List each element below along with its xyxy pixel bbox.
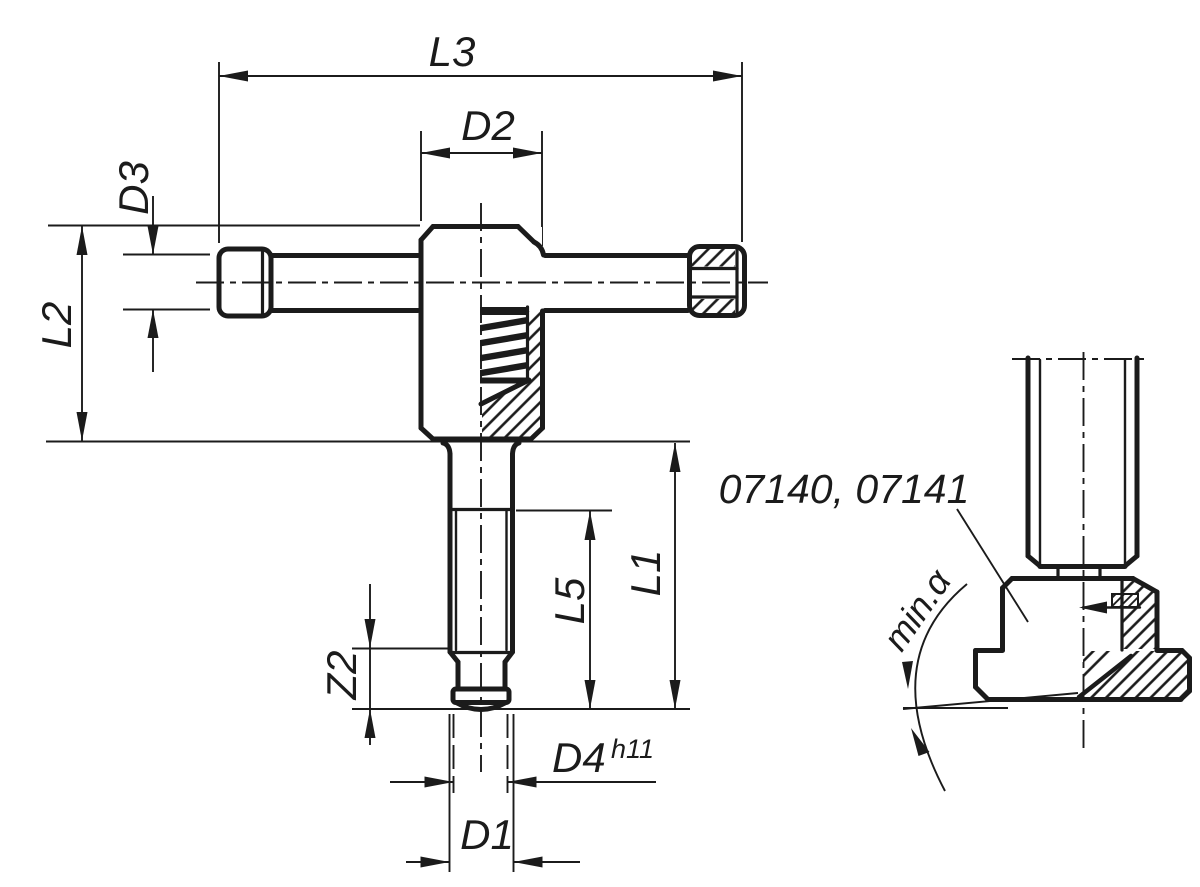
label-l2: L2 — [33, 302, 80, 349]
dimension-z2: Z2 — [318, 584, 376, 745]
label-min-angle: min.α — [875, 561, 960, 658]
centerlines — [196, 203, 768, 772]
part-number-callout: 07140, 07141 — [719, 466, 1029, 623]
detail-view: 07140, 07141 min.α — [719, 352, 1192, 792]
extension-lines — [46, 62, 743, 872]
detail-centerlines — [1012, 352, 1148, 748]
dimension-d4: D4 h11 — [390, 734, 656, 788]
detail-nut — [973, 576, 1192, 702]
label-d4: D4 — [552, 734, 606, 781]
label-z2: Z2 — [318, 650, 365, 700]
label-l5: L5 — [546, 577, 593, 624]
dimension-d2: D2 — [421, 102, 542, 159]
main-view: L3 D2 D3 L2 L1 — [33, 28, 768, 872]
dimension-l1: L1 — [622, 443, 681, 709]
label-d3: D3 — [110, 161, 157, 215]
detail-stud — [1025, 355, 1140, 580]
body — [418, 224, 546, 442]
dimension-d3: D3 — [110, 161, 159, 372]
body-outline — [418, 224, 546, 442]
label-l3: L3 — [429, 28, 476, 75]
label-l1: L1 — [622, 550, 669, 597]
dimension-d1: D1 — [406, 811, 580, 868]
label-d1: D1 — [460, 811, 514, 858]
dimension-l5: L5 — [546, 510, 596, 709]
cross-bar — [269, 253, 691, 313]
label-d4-tolerance: h11 — [611, 734, 654, 764]
label-part-numbers: 07140, 07141 — [719, 466, 970, 512]
internal-thread — [478, 305, 542, 439]
stud — [440, 440, 522, 712]
dimension-l2: L2 — [33, 225, 88, 442]
right-end-cap — [687, 244, 747, 318]
label-d2: D2 — [461, 102, 515, 149]
dimension-l3: L3 — [219, 28, 742, 82]
